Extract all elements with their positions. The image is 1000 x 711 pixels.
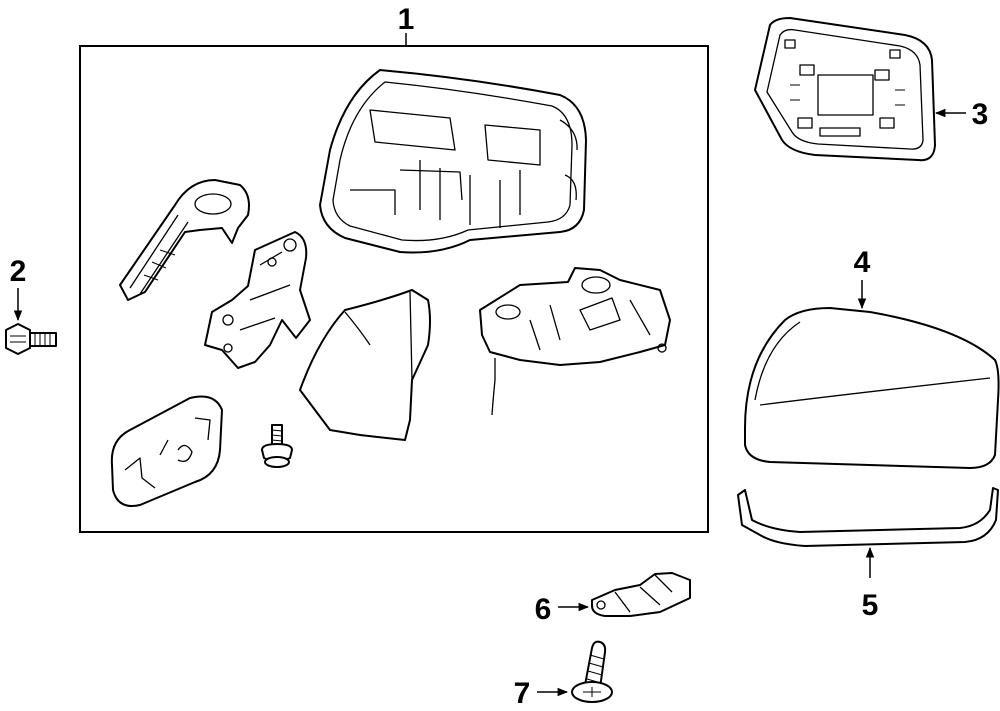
- mounting-clip: [591, 572, 691, 617]
- bolt-icon: [5, 323, 57, 355]
- lower-cover: [299, 289, 431, 441]
- callout-2-group: 2: [10, 255, 27, 322]
- callout-3-group: 3: [934, 98, 989, 131]
- mirror-glass: [110, 395, 223, 507]
- callout-4-label: 4: [854, 246, 871, 279]
- callout-7-label: 7: [514, 677, 531, 710]
- callout-6-group: 6: [535, 593, 590, 626]
- callout-7-group: 7: [514, 677, 569, 710]
- mirror-cap: [744, 307, 1000, 469]
- callout-6-label: 6: [535, 593, 552, 626]
- callout-4-group: 4: [854, 246, 871, 310]
- callout-3-label: 3: [972, 98, 989, 131]
- callout-5-group: 5: [862, 546, 879, 622]
- tapping-screw-icon: [571, 640, 613, 703]
- mirror-actuator: [204, 231, 311, 369]
- mirror-assembly-box: [79, 45, 709, 533]
- mirror-bracket: [119, 179, 250, 301]
- callout-1-group: 1: [398, 3, 415, 46]
- callout-5-label: 5: [862, 589, 879, 622]
- callout-1-label: 1: [398, 3, 415, 36]
- mirror-housing-shell: [319, 69, 587, 254]
- mirror-trim-strip: [737, 487, 999, 547]
- small-screw-icon: [261, 424, 293, 468]
- mirror-glass-plate: [754, 17, 936, 162]
- callout-2-label: 2: [10, 255, 27, 288]
- mirror-base-harness: [479, 267, 671, 416]
